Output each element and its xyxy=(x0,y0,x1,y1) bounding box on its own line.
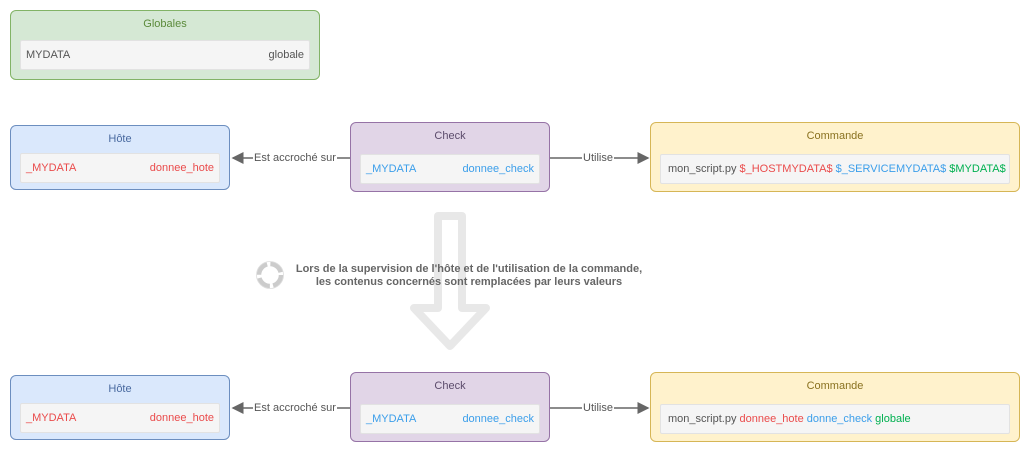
edge-label-uses-top: Utilise xyxy=(582,152,614,164)
commande-arg-global-bottom: globale xyxy=(875,413,911,425)
commande-box-top[interactable]: Commande mon_script.py$_HOSTMYDATA$$_SER… xyxy=(650,122,1020,192)
commande-title-top: Commande xyxy=(806,130,864,142)
refresh-cycle-icon xyxy=(256,261,284,289)
check-key-top: _MYDATA xyxy=(366,163,417,175)
commande-line-top: mon_script.py$_HOSTMYDATA$$_SERVICEMYDAT… xyxy=(668,163,1006,175)
check-title-bottom: Check xyxy=(434,380,466,392)
down-arrow-icon xyxy=(410,212,490,350)
globales-box[interactable]: Globales MYDATA globale xyxy=(10,10,320,80)
commande-cmd-bottom: mon_script.py xyxy=(668,413,737,425)
check-box-bottom[interactable]: Check _MYDATA donnee_check xyxy=(350,372,550,442)
edge-label-attached-bottom: Est accroché sur xyxy=(253,402,337,414)
globales-value: globale xyxy=(268,49,304,61)
edge-label-uses-bottom: Utilise xyxy=(582,402,614,414)
note-line-1: Lors de la supervision de l'hôte et de l… xyxy=(295,263,643,275)
globales-title: Globales xyxy=(143,18,187,30)
check-row-bottom: _MYDATA donnee_check xyxy=(360,404,540,434)
check-value-top: donnee_check xyxy=(462,163,534,175)
note-line-2: les contenus concernés sont remplacées p… xyxy=(315,276,623,288)
check-row-top: _MYDATA donnee_check xyxy=(360,154,540,184)
hote-key-top: _MYDATA xyxy=(26,162,77,174)
hote-box-bottom[interactable]: Hôte _MYDATA donnee_hote xyxy=(10,375,230,440)
commande-arg-service-top: $_SERVICEMYDATA$ xyxy=(835,163,947,175)
replacement-note: Lors de la supervision de l'hôte et de l… xyxy=(294,263,644,289)
commande-arg-host-bottom: donnee_hote xyxy=(739,413,804,425)
hote-title-top: Hôte xyxy=(108,133,132,145)
hote-value-top: donnee_hote xyxy=(149,162,214,174)
commande-row-top: mon_script.py$_HOSTMYDATA$$_SERVICEMYDAT… xyxy=(660,154,1010,184)
commande-arg-host-top: $_HOSTMYDATA$ xyxy=(739,163,833,175)
globales-key: MYDATA xyxy=(26,49,71,61)
globales-row: MYDATA globale xyxy=(20,40,310,70)
check-box-top[interactable]: Check _MYDATA donnee_check xyxy=(350,122,550,192)
check-key-bottom: _MYDATA xyxy=(366,413,417,425)
hote-title-bottom: Hôte xyxy=(108,383,132,395)
check-value-bottom: donnee_check xyxy=(462,413,534,425)
commande-arg-global-top: $MYDATA$ xyxy=(949,163,1006,175)
commande-cmd-top: mon_script.py xyxy=(668,163,737,175)
check-title-top: Check xyxy=(434,130,466,142)
hote-key-bottom: _MYDATA xyxy=(26,412,77,424)
hote-row-bottom: _MYDATA donnee_hote xyxy=(20,403,220,433)
edge-label-attached-top: Est accroché sur xyxy=(253,152,337,164)
hote-box-top[interactable]: Hôte _MYDATA donnee_hote xyxy=(10,125,230,190)
hote-value-bottom: donnee_hote xyxy=(149,412,214,424)
commande-title-bottom: Commande xyxy=(806,380,864,392)
hote-row-top: _MYDATA donnee_hote xyxy=(20,153,220,183)
commande-arg-service-bottom: donne_check xyxy=(806,413,873,425)
